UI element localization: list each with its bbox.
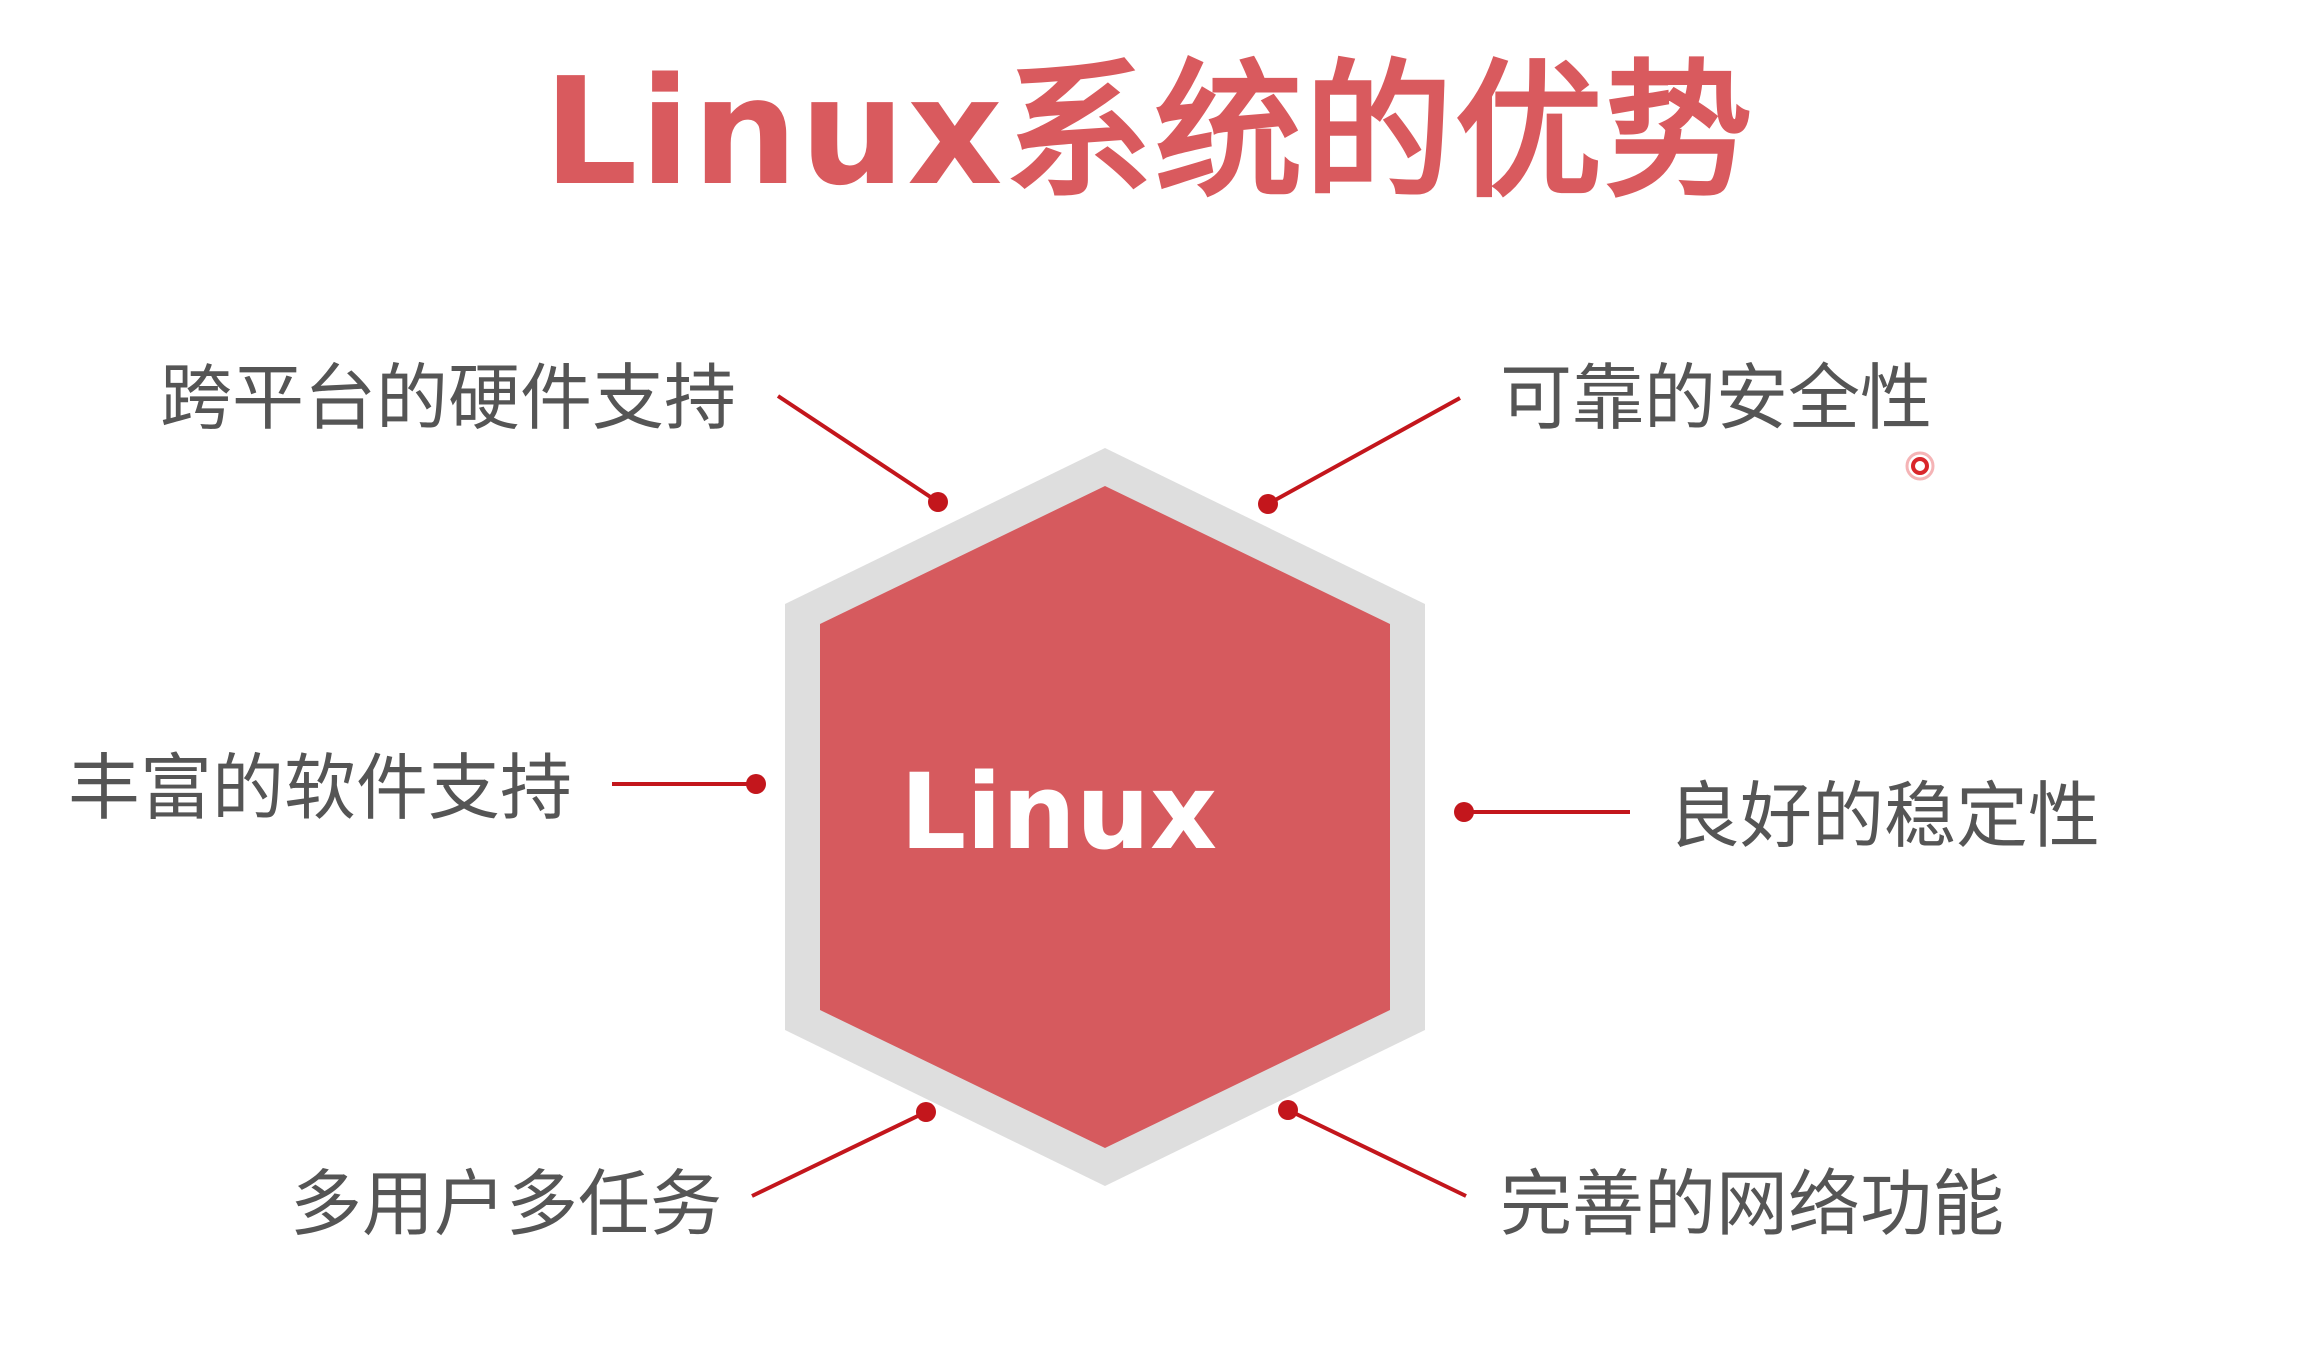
connector-middle-left [612,774,766,794]
connector-top-left [776,394,948,512]
connector-bottom-left [751,1102,936,1198]
feature-label-top-right: 可靠的安全性 [1500,356,1933,440]
connector-bottom-right [1278,1100,1467,1198]
feature-label-top-left: 跨平台的硬件支持 [160,356,737,440]
page-title: Linux系统的优势 [0,58,2298,206]
page-title-text: Linux系统的优势 [543,46,1755,218]
hexagon-core [820,486,1390,1148]
cursor-indicator [1905,451,1935,481]
connector-middle-right [1454,802,1630,822]
feature-label-middle-right: 良好的稳定性 [1668,774,2101,858]
feature-label-middle-left: 丰富的软件支持 [68,746,573,830]
feature-label-bottom-right: 完善的网络功能 [1500,1162,2005,1246]
center-label: Linux [900,751,1218,873]
feature-label-bottom-left: 多用户多任务 [290,1162,723,1246]
connector-top-right [1258,396,1461,514]
